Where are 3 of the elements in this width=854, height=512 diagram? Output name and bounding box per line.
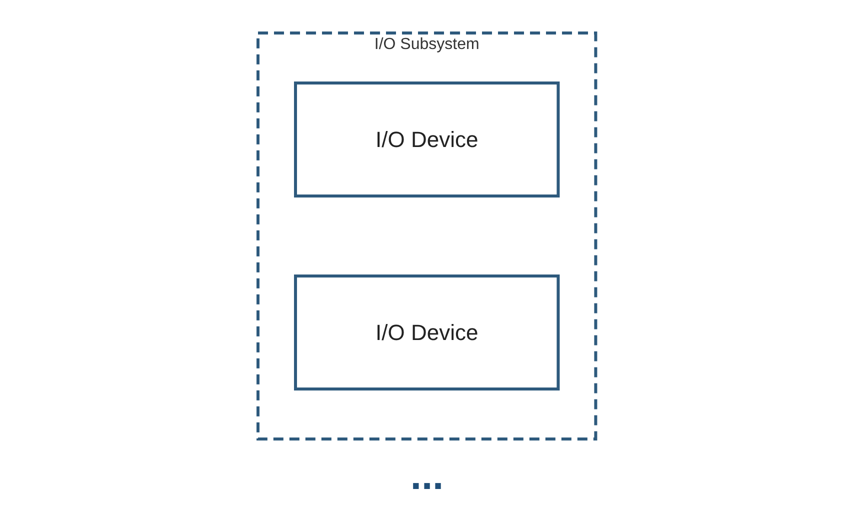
node-box: I/O Device (294, 274, 560, 390)
node-box: I/O Device (294, 82, 560, 198)
ellipsis-text: ... (410, 456, 444, 496)
